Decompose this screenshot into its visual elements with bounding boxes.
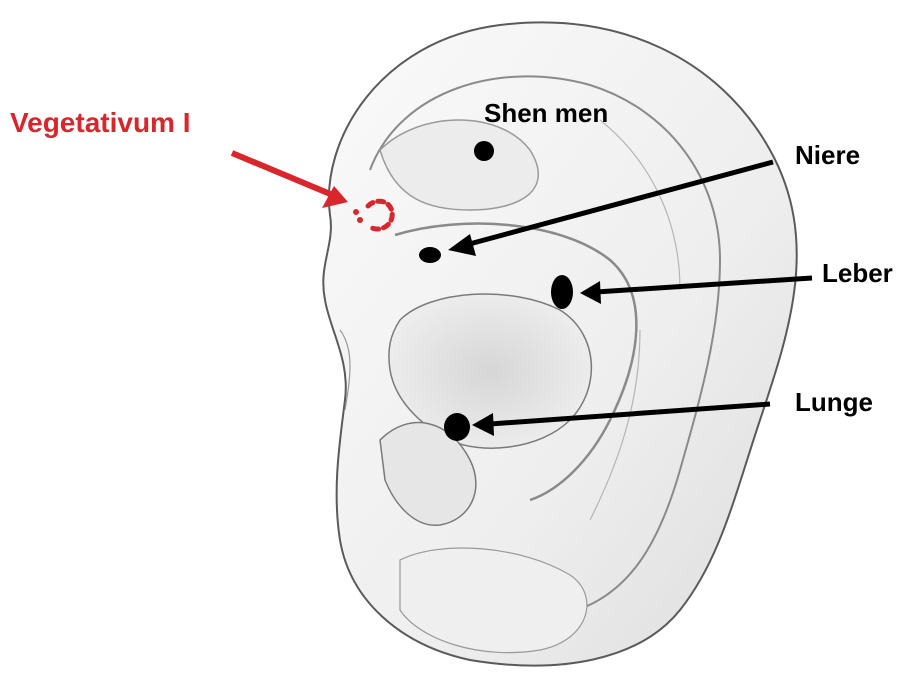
shen-men-point: [474, 141, 494, 161]
shen-men-label: Shen men: [484, 98, 608, 128]
lunge-label: Lunge: [795, 387, 873, 417]
niere-label: Niere: [795, 140, 860, 170]
lunge-point: [444, 413, 470, 441]
vegetativum-label: Vegetativum I: [10, 107, 191, 138]
vegetativum-dot: [353, 209, 359, 215]
leber-point: [551, 275, 573, 309]
leber-label: Leber: [822, 258, 893, 288]
niere-point: [419, 247, 441, 263]
vegetativum-dot: [357, 217, 363, 223]
